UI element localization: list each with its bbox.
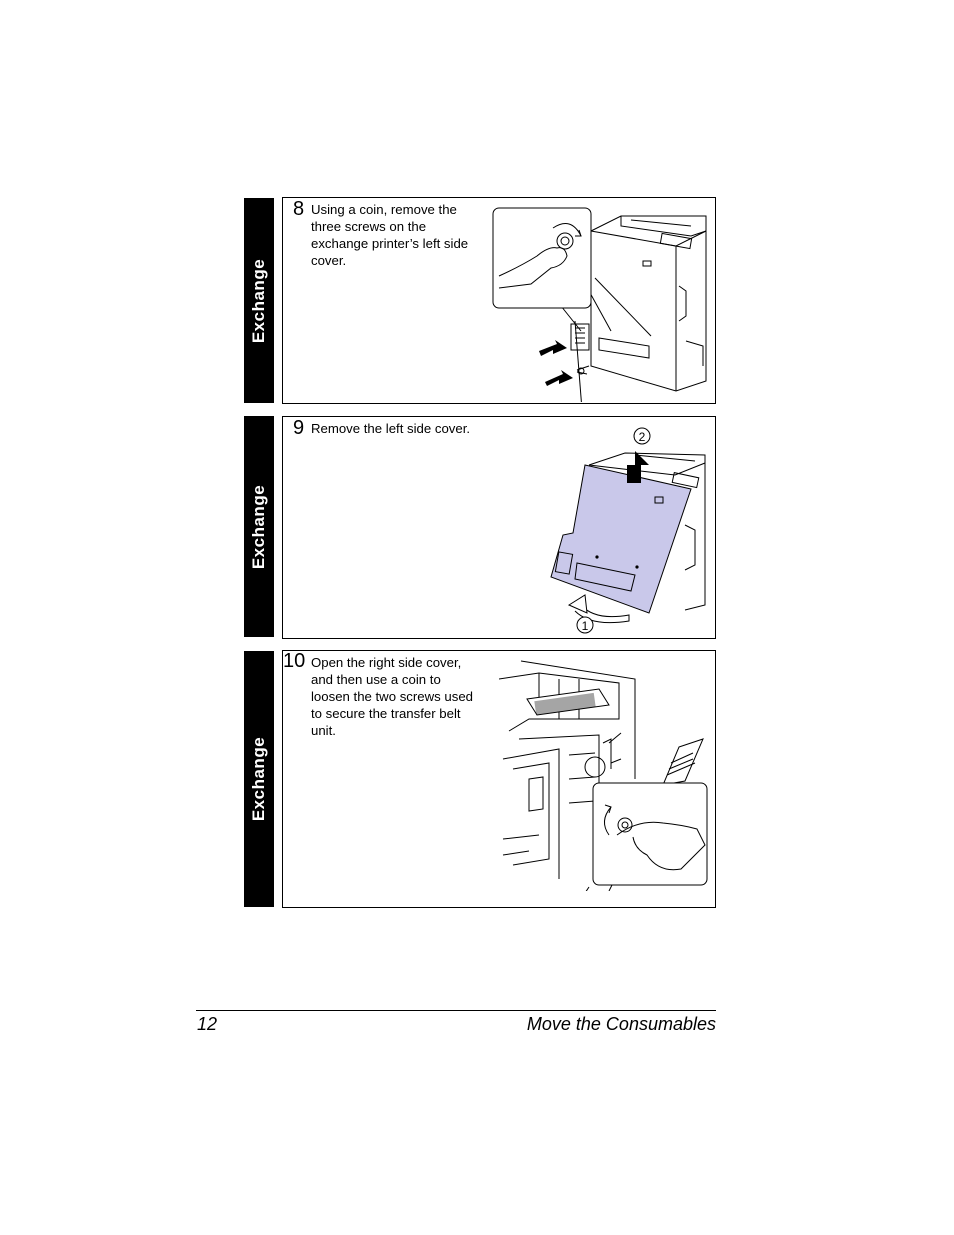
step-instruction: Open the right side cover, and then use … bbox=[311, 655, 473, 738]
footer-rule bbox=[196, 1010, 716, 1011]
step-9-panel: 9 Remove the left side cover. 2 1 bbox=[282, 416, 716, 639]
step-number: 10 bbox=[283, 650, 306, 672]
illustration-remove-screws bbox=[492, 207, 707, 402]
section-tab-label: Exchange bbox=[249, 484, 268, 569]
step-number: 8 bbox=[293, 198, 305, 220]
section-tab-label: Exchange bbox=[249, 258, 268, 343]
illustration-remove-side-cover: 2 1 bbox=[550, 427, 706, 634]
step-10-panel: 10 Open the right side cover, and then u… bbox=[282, 650, 716, 908]
step-instruction: Using a coin, remove the three screws on… bbox=[311, 202, 469, 268]
page-number: 12 bbox=[197, 1014, 218, 1034]
step-number: 9 bbox=[293, 417, 305, 439]
section-tab: Exchange bbox=[244, 651, 274, 907]
illustration-loosen-screws bbox=[499, 660, 708, 891]
callout-2: 2 bbox=[639, 430, 646, 444]
section-tab: Exchange bbox=[244, 416, 274, 637]
section-tab: Exchange bbox=[244, 198, 274, 403]
step-instruction: Remove the left side cover. bbox=[311, 421, 471, 436]
callout-1: 1 bbox=[582, 619, 589, 633]
section-tab-label: Exchange bbox=[249, 736, 268, 822]
step-8-panel: 8 Using a coin, remove the three screws … bbox=[282, 197, 716, 404]
footer-section-title: Move the Consumables bbox=[526, 1014, 716, 1034]
